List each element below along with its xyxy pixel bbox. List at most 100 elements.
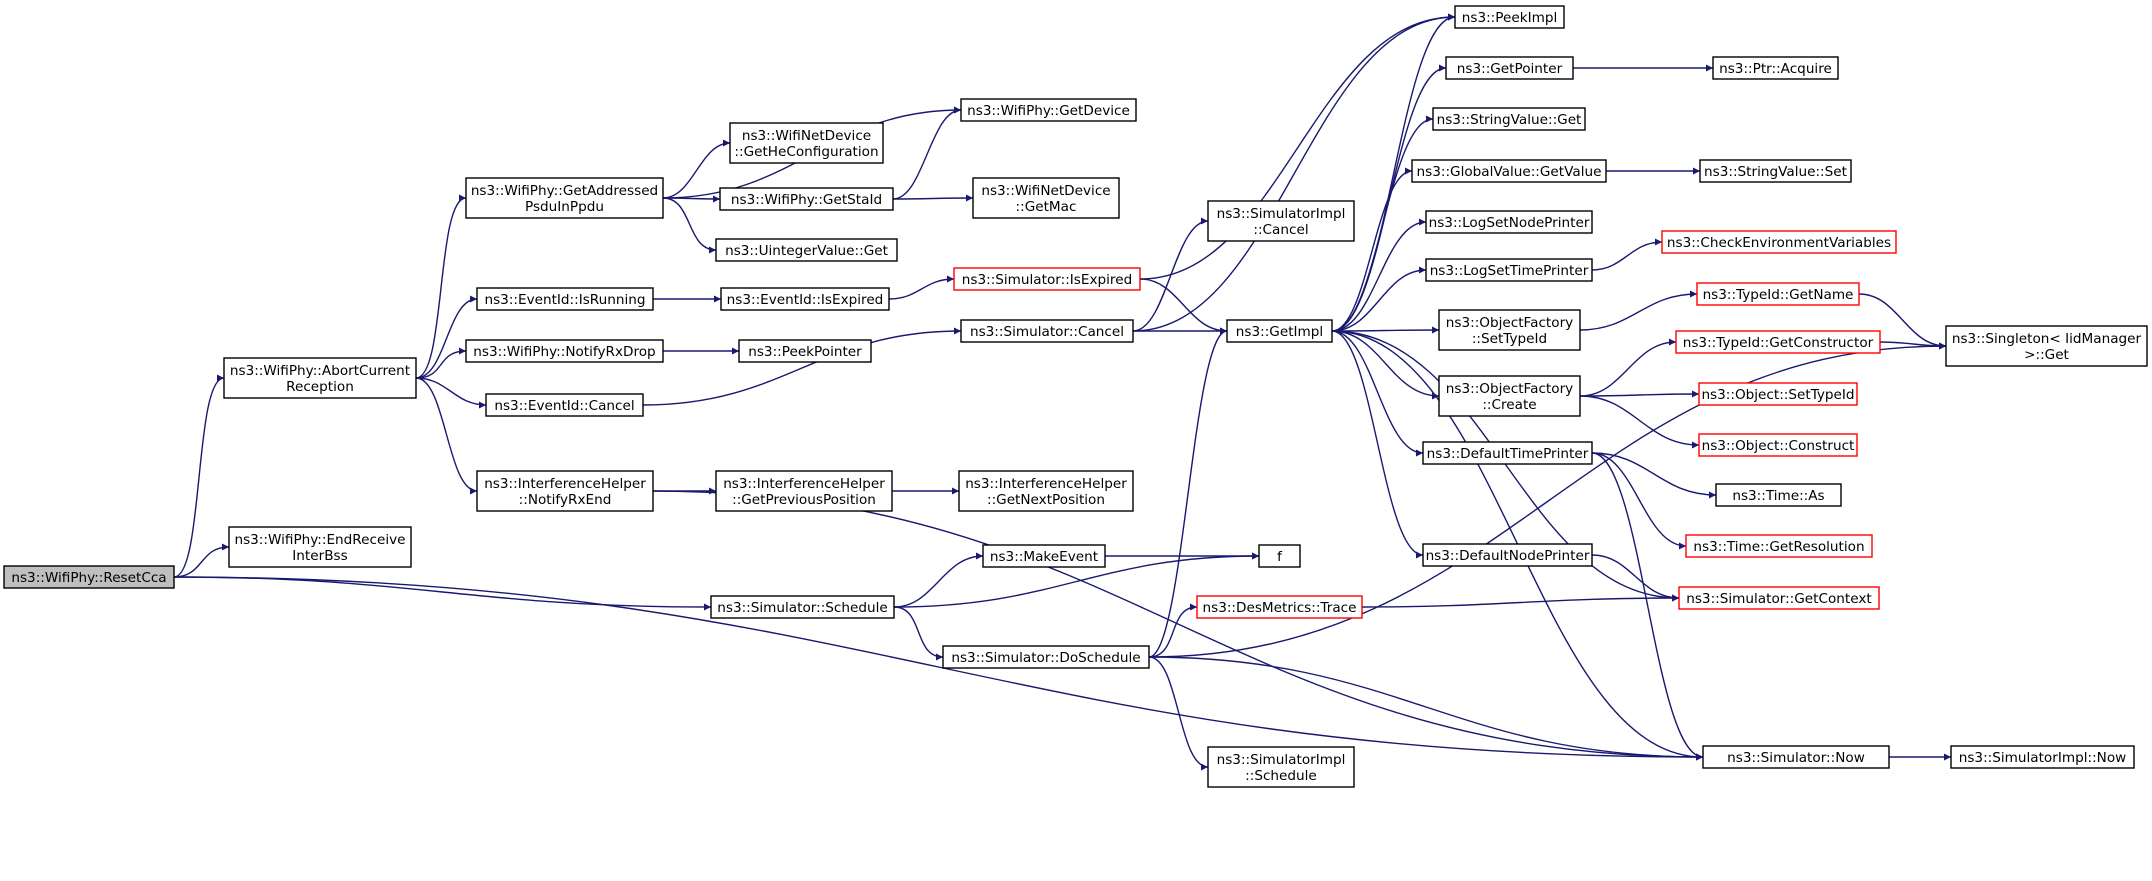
node-now[interactable]: ns3::Simulator::Now — [1702, 745, 1890, 769]
node-box — [960, 319, 1134, 343]
node-notifyrxdrop[interactable]: ns3::WifiPhy::NotifyRxDrop — [465, 339, 664, 363]
edge-getimpl-to-lognode — [1331, 218, 1427, 332]
node-singleton[interactable]: ns3::Singleton< IidManager >::Get — [1945, 325, 2148, 367]
node-getdevice[interactable]: ns3::WifiPhy::GetDevice — [960, 98, 1137, 122]
node-globalget[interactable]: ns3::GlobalValue::GetValue — [1411, 159, 1607, 183]
edge-line — [415, 377, 478, 495]
node-isexpired[interactable]: ns3::EventId::IsExpired — [720, 287, 890, 311]
node-label: ns3::SimulatorImpl — [1217, 206, 1346, 222]
edge-line — [1579, 395, 1700, 449]
node-box — [1258, 544, 1301, 568]
node-objsettypeid[interactable]: ns3::Object::SetTypeId — [1698, 382, 1858, 406]
edge-line — [1331, 330, 1440, 400]
node-box — [1207, 746, 1355, 788]
node-stringget[interactable]: ns3::StringValue::Get — [1432, 107, 1586, 131]
node-gethe[interactable]: ns3::WifiNetDevice::GetHeConfiguration — [729, 122, 884, 164]
node-objconstruct[interactable]: ns3::Object::Construct — [1698, 433, 1858, 457]
node-getprevpos[interactable]: ns3::InterferenceHelper::GetPreviousPosi… — [715, 470, 893, 512]
node-getpointer[interactable]: ns3::GetPointer — [1445, 56, 1574, 80]
node-timeas[interactable]: ns3::Time::As — [1715, 483, 1842, 507]
node-getcontext[interactable]: ns3::Simulator::GetContext — [1678, 586, 1880, 610]
node-box — [1438, 309, 1581, 351]
node-stringset[interactable]: ns3::StringValue::Set — [1699, 159, 1852, 183]
node-defnodeprinter[interactable]: ns3::DefaultNodePrinter — [1422, 543, 1593, 567]
node-simcancel[interactable]: ns3::Simulator::Cancel — [960, 319, 1134, 343]
edge-line — [1591, 554, 1680, 602]
node-isrunning[interactable]: ns3::EventId::IsRunning — [476, 287, 654, 311]
edge-resetcca-to-abortcurrent — [173, 374, 225, 578]
node-label: ::GetPreviousPosition — [732, 492, 876, 508]
node-box — [228, 526, 412, 568]
node-peekpointer[interactable]: ns3::PeekPointer — [738, 339, 872, 363]
edge-settypeid-to-getname — [1579, 290, 1698, 331]
node-simimplnow[interactable]: ns3::SimulatorImpl::Now — [1950, 745, 2135, 769]
node-label: Reception — [286, 379, 354, 395]
edge-abortcurrent-to-getaddressed — [415, 194, 467, 379]
node-label: ns3::InterferenceHelper — [965, 476, 1127, 492]
node-label: ns3::CheckEnvironmentVariables — [1667, 235, 1891, 251]
edge-line — [173, 374, 225, 578]
node-create[interactable]: ns3::ObjectFactory::Create — [1438, 375, 1581, 417]
node-label: ::Create — [1482, 397, 1536, 413]
edge-line — [1579, 390, 1700, 398]
node-checkenv[interactable]: ns3::CheckEnvironmentVariables — [1661, 230, 1897, 254]
node-uintegerget[interactable]: ns3::UintegerValue::Get — [715, 238, 898, 262]
node-simimplschedule[interactable]: ns3::SimulatorImpl::Schedule — [1207, 746, 1355, 788]
node-doschedule[interactable]: ns3::Simulator::DoSchedule — [942, 645, 1150, 669]
node-notifyrxend[interactable]: ns3::InterferenceHelper::NotifyRxEnd — [476, 470, 654, 512]
node-eventcancel[interactable]: ns3::EventId::Cancel — [485, 393, 644, 417]
edge-line — [892, 194, 974, 202]
node-getconstructor[interactable]: ns3::TypeId::GetConstructor — [1675, 330, 1881, 354]
edge-resetcca-to-endreceive — [173, 543, 230, 578]
edge-line — [1148, 656, 1704, 761]
node-label: ns3::PeekImpl — [1462, 10, 1557, 26]
node-resetcca[interactable]: ns3::WifiPhy::ResetCca — [3, 565, 175, 589]
node-label: ns3::WifiPhy::ResetCca — [11, 570, 166, 586]
node-box — [715, 470, 893, 512]
edge-simisexpired-to-getimpl — [1139, 278, 1228, 335]
node-schedule[interactable]: ns3::Simulator::Schedule — [710, 595, 895, 619]
node-getnextpos[interactable]: ns3::InterferenceHelper::GetNextPosition — [958, 470, 1134, 512]
edge-getaddressed-to-uintegerget — [662, 197, 717, 254]
node-label: ns3::DesMetrics::Trace — [1203, 600, 1357, 616]
node-simisexpired[interactable]: ns3::Simulator::IsExpired — [953, 267, 1141, 291]
node-getname[interactable]: ns3::TypeId::GetName — [1696, 282, 1860, 306]
edge-line — [1148, 656, 1209, 771]
node-box — [1196, 595, 1363, 619]
node-deftimeprinter[interactable]: ns3::DefaultTimePrinter — [1422, 441, 1593, 465]
node-label: InterBss — [292, 548, 347, 564]
node-box — [1425, 210, 1593, 234]
edge-abortcurrent-to-isrunning — [415, 295, 478, 379]
node-getmac[interactable]: ns3::WifiNetDevice::GetMac — [972, 177, 1120, 219]
node-ptracquire[interactable]: ns3::Ptr::Acquire — [1712, 56, 1839, 80]
edge-schedule-to-makeevent — [893, 552, 984, 608]
node-getresolution[interactable]: ns3::Time::GetResolution — [1685, 534, 1873, 558]
node-logtime[interactable]: ns3::LogSetTimePrinter — [1425, 258, 1593, 282]
edge-abortcurrent-to-eventcancel — [415, 377, 487, 409]
node-label: ::NotifyRxEnd — [519, 492, 612, 508]
node-settypeid[interactable]: ns3::ObjectFactory::SetTypeId — [1438, 309, 1581, 351]
node-trace[interactable]: ns3::DesMetrics::Trace — [1196, 595, 1363, 619]
node-box — [942, 645, 1150, 669]
edge-line — [1331, 218, 1427, 332]
edge-getstaid-to-getmac — [892, 194, 974, 202]
node-label: ns3::DefaultTimePrinter — [1427, 446, 1589, 462]
node-label: ns3::SimulatorImpl::Now — [1959, 750, 2127, 766]
node-f[interactable]: f — [1258, 544, 1301, 568]
node-simimplcancel[interactable]: ns3::SimulatorImpl::Cancel — [1207, 200, 1355, 242]
node-label: ns3::DefaultNodePrinter — [1426, 548, 1590, 564]
node-box — [476, 287, 654, 311]
node-peekimpl[interactable]: ns3::PeekImpl — [1454, 5, 1565, 29]
node-getimpl[interactable]: ns3::GetImpl — [1226, 319, 1333, 343]
node-lognode[interactable]: ns3::LogSetNodePrinter — [1425, 210, 1593, 234]
node-label: ns3::Time::GetResolution — [1693, 539, 1864, 555]
edge-line — [1331, 330, 1424, 559]
node-getstaid[interactable]: ns3::WifiPhy::GetStaId — [719, 187, 894, 211]
node-label: ns3::Simulator::DoSchedule — [951, 650, 1140, 666]
node-makeevent[interactable]: ns3::MakeEvent — [982, 544, 1106, 568]
node-box — [1675, 330, 1881, 354]
